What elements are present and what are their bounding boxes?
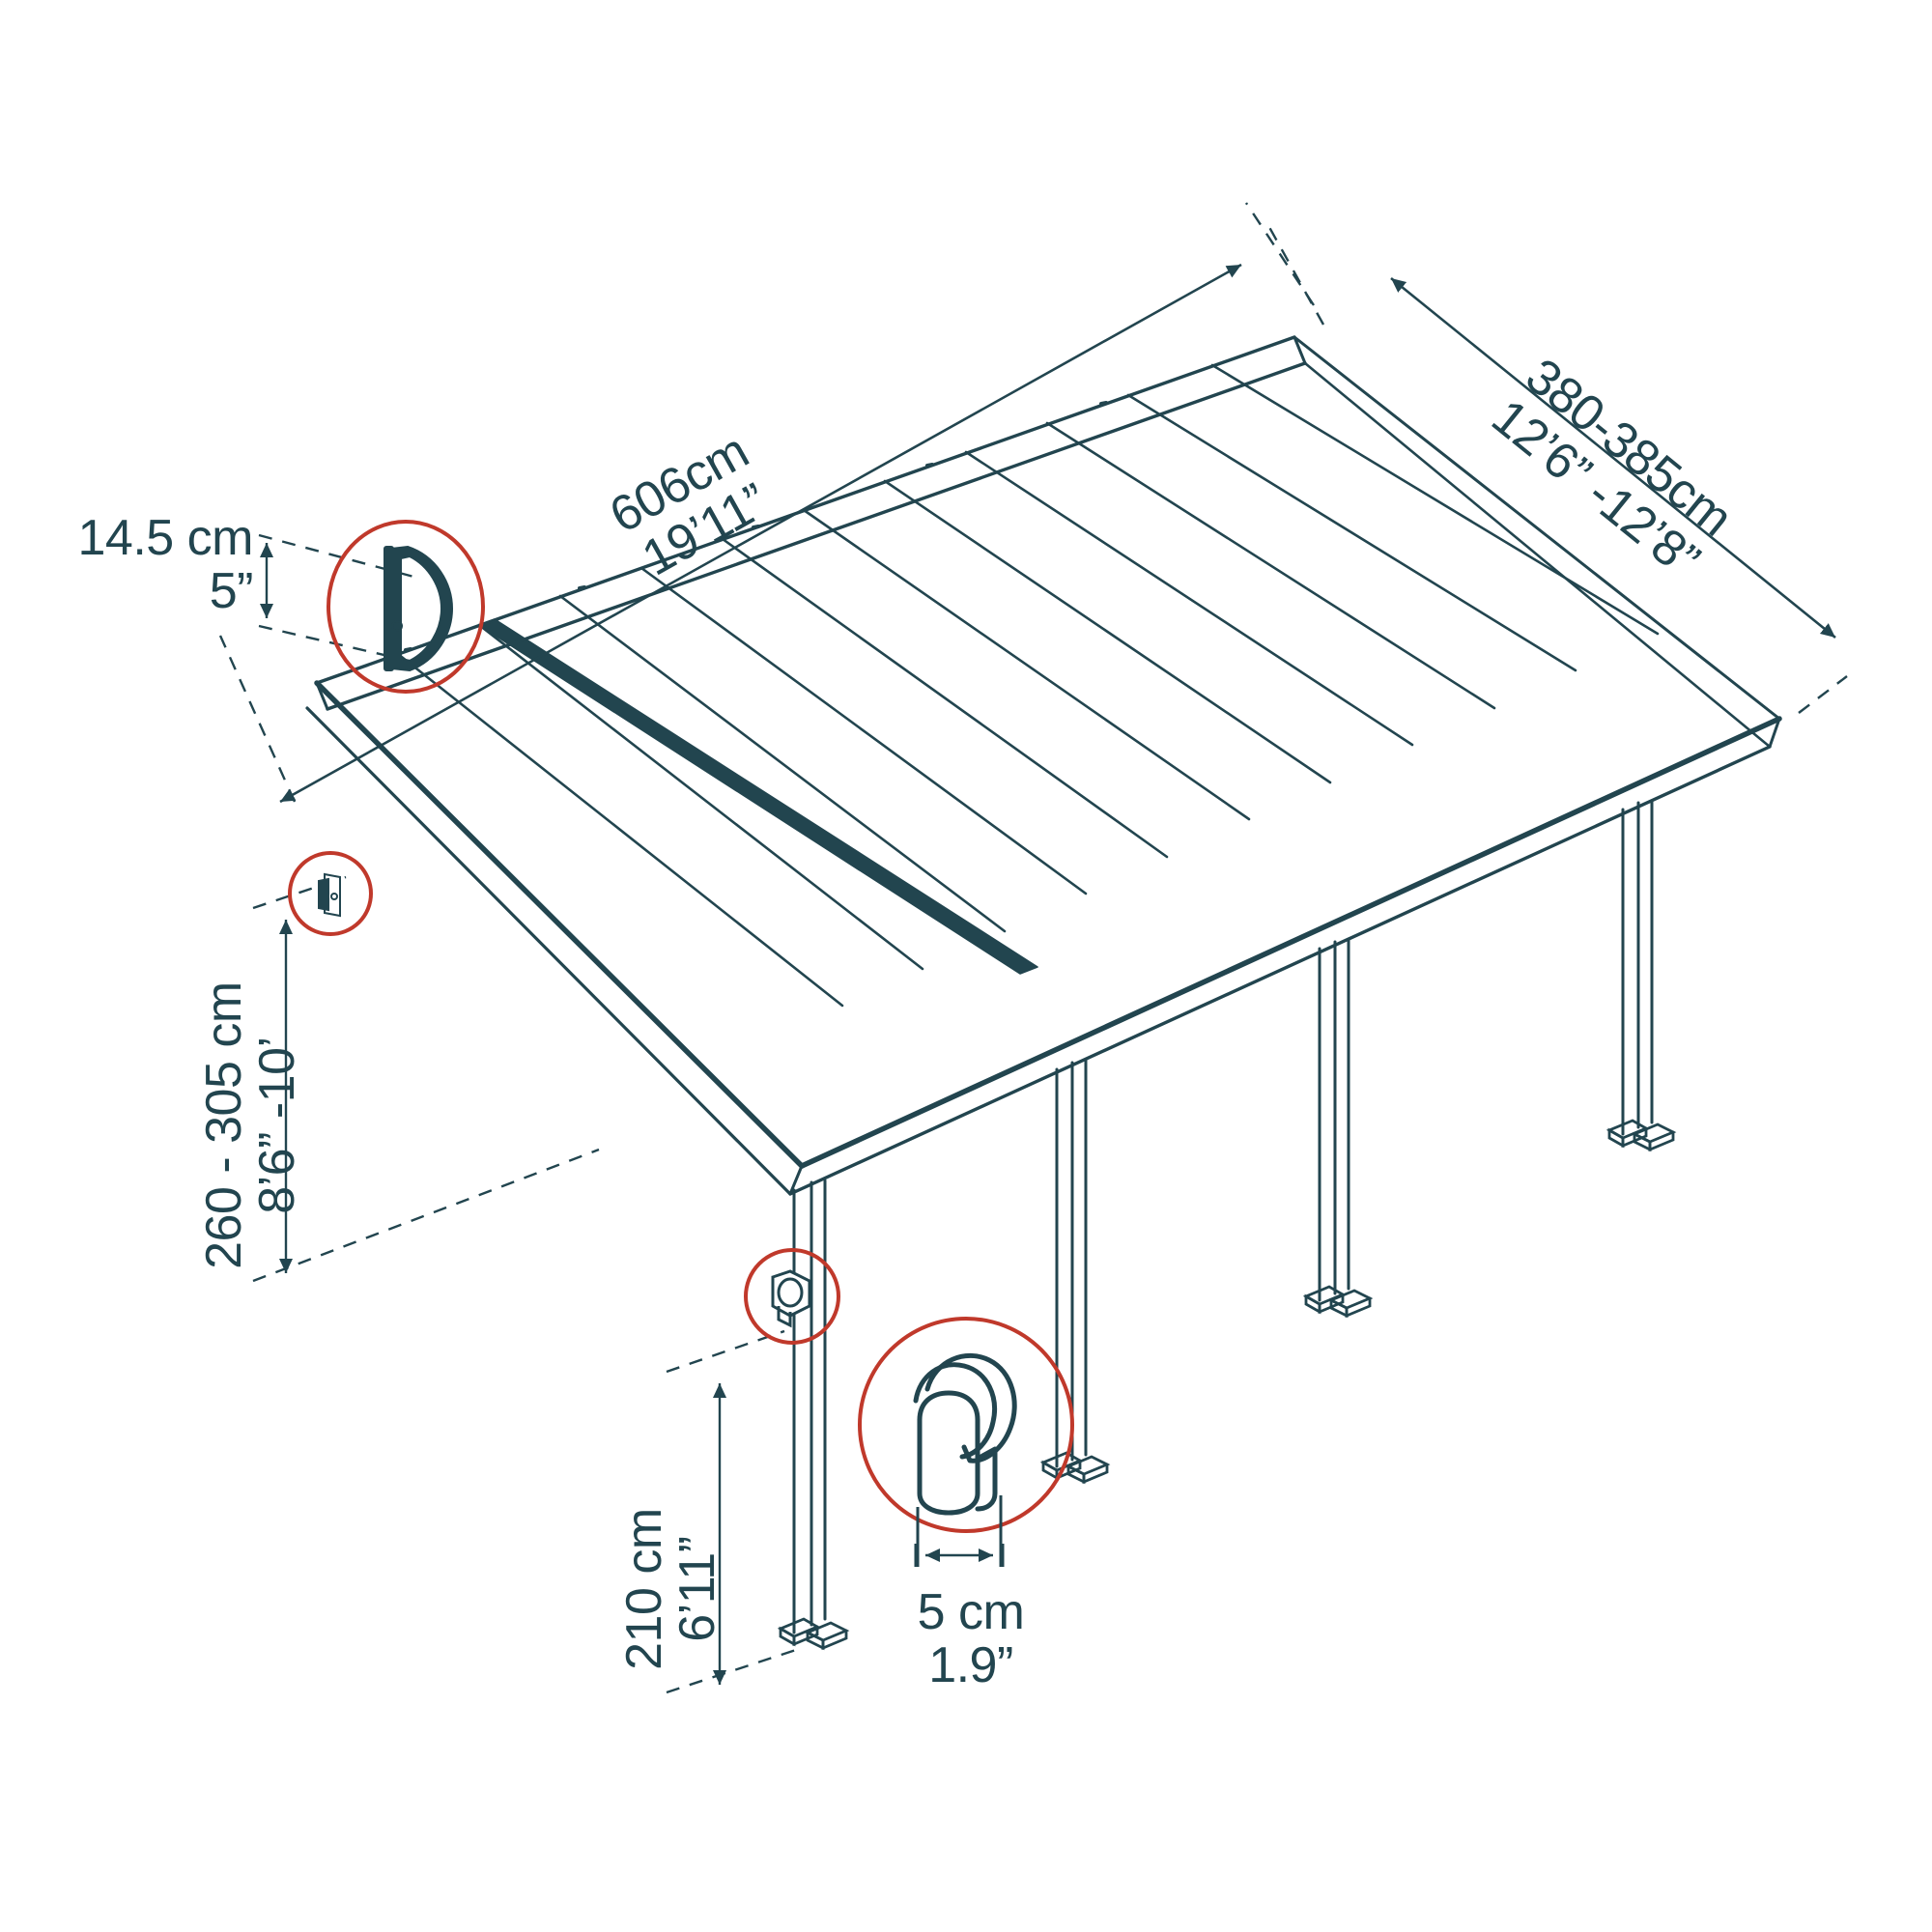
dimension-line-post-height	[666, 1329, 803, 1694]
dimension-line-length	[218, 202, 1316, 804]
wall-height-metric: 260 - 305 cm	[195, 981, 252, 1269]
detail-post-cross-section-callout	[858, 1317, 1074, 1567]
post-3	[1302, 938, 1374, 1319]
post-base-plate	[1605, 1119, 1677, 1152]
front-gutter-beam	[788, 716, 1782, 1196]
wall-height-imperial: 8’6” -10’	[249, 1037, 305, 1214]
detail-gutter-profile-callout	[327, 520, 485, 694]
detail-front-corner-callout	[744, 1248, 840, 1345]
post-width-measure-bar	[914, 1495, 1005, 1567]
post-base-plate	[777, 1617, 850, 1651]
gutter-profile-d-shape	[384, 545, 454, 672]
post-height-metric: 210 cm	[615, 1508, 672, 1670]
dimension-line-projection	[1264, 219, 1848, 714]
post-cross-section-icon	[913, 1353, 1017, 1516]
post-2	[1039, 1059, 1111, 1485]
post-base-plate	[1039, 1451, 1111, 1485]
post-width-metric: 5 cm	[917, 1584, 1025, 1640]
profile-height-imperial: 5”	[209, 563, 254, 620]
detail-rear-corner-callout	[288, 851, 373, 936]
dimension-label-profile-height: 14.5 cm 5”	[60, 510, 254, 620]
support-posts	[777, 799, 1677, 1651]
post-height-imperial: 6’11”	[669, 1536, 725, 1642]
rear-bracket-icon	[318, 872, 341, 918]
front-bracket-icon	[771, 1269, 811, 1328]
post-base-plate	[1302, 1285, 1374, 1319]
profile-height-metric: 14.5 cm	[77, 510, 254, 566]
post-4	[1605, 799, 1677, 1152]
dimension-label-post-width: 5 cm 1.9”	[884, 1584, 1058, 1694]
dimension-label-wall-height: 260 - 305 cm 8’6” -10’	[195, 855, 305, 1396]
post-width-imperial: 1.9”	[928, 1637, 1013, 1694]
dimension-label-post-height: 210 cm 6’11”	[615, 1377, 725, 1802]
